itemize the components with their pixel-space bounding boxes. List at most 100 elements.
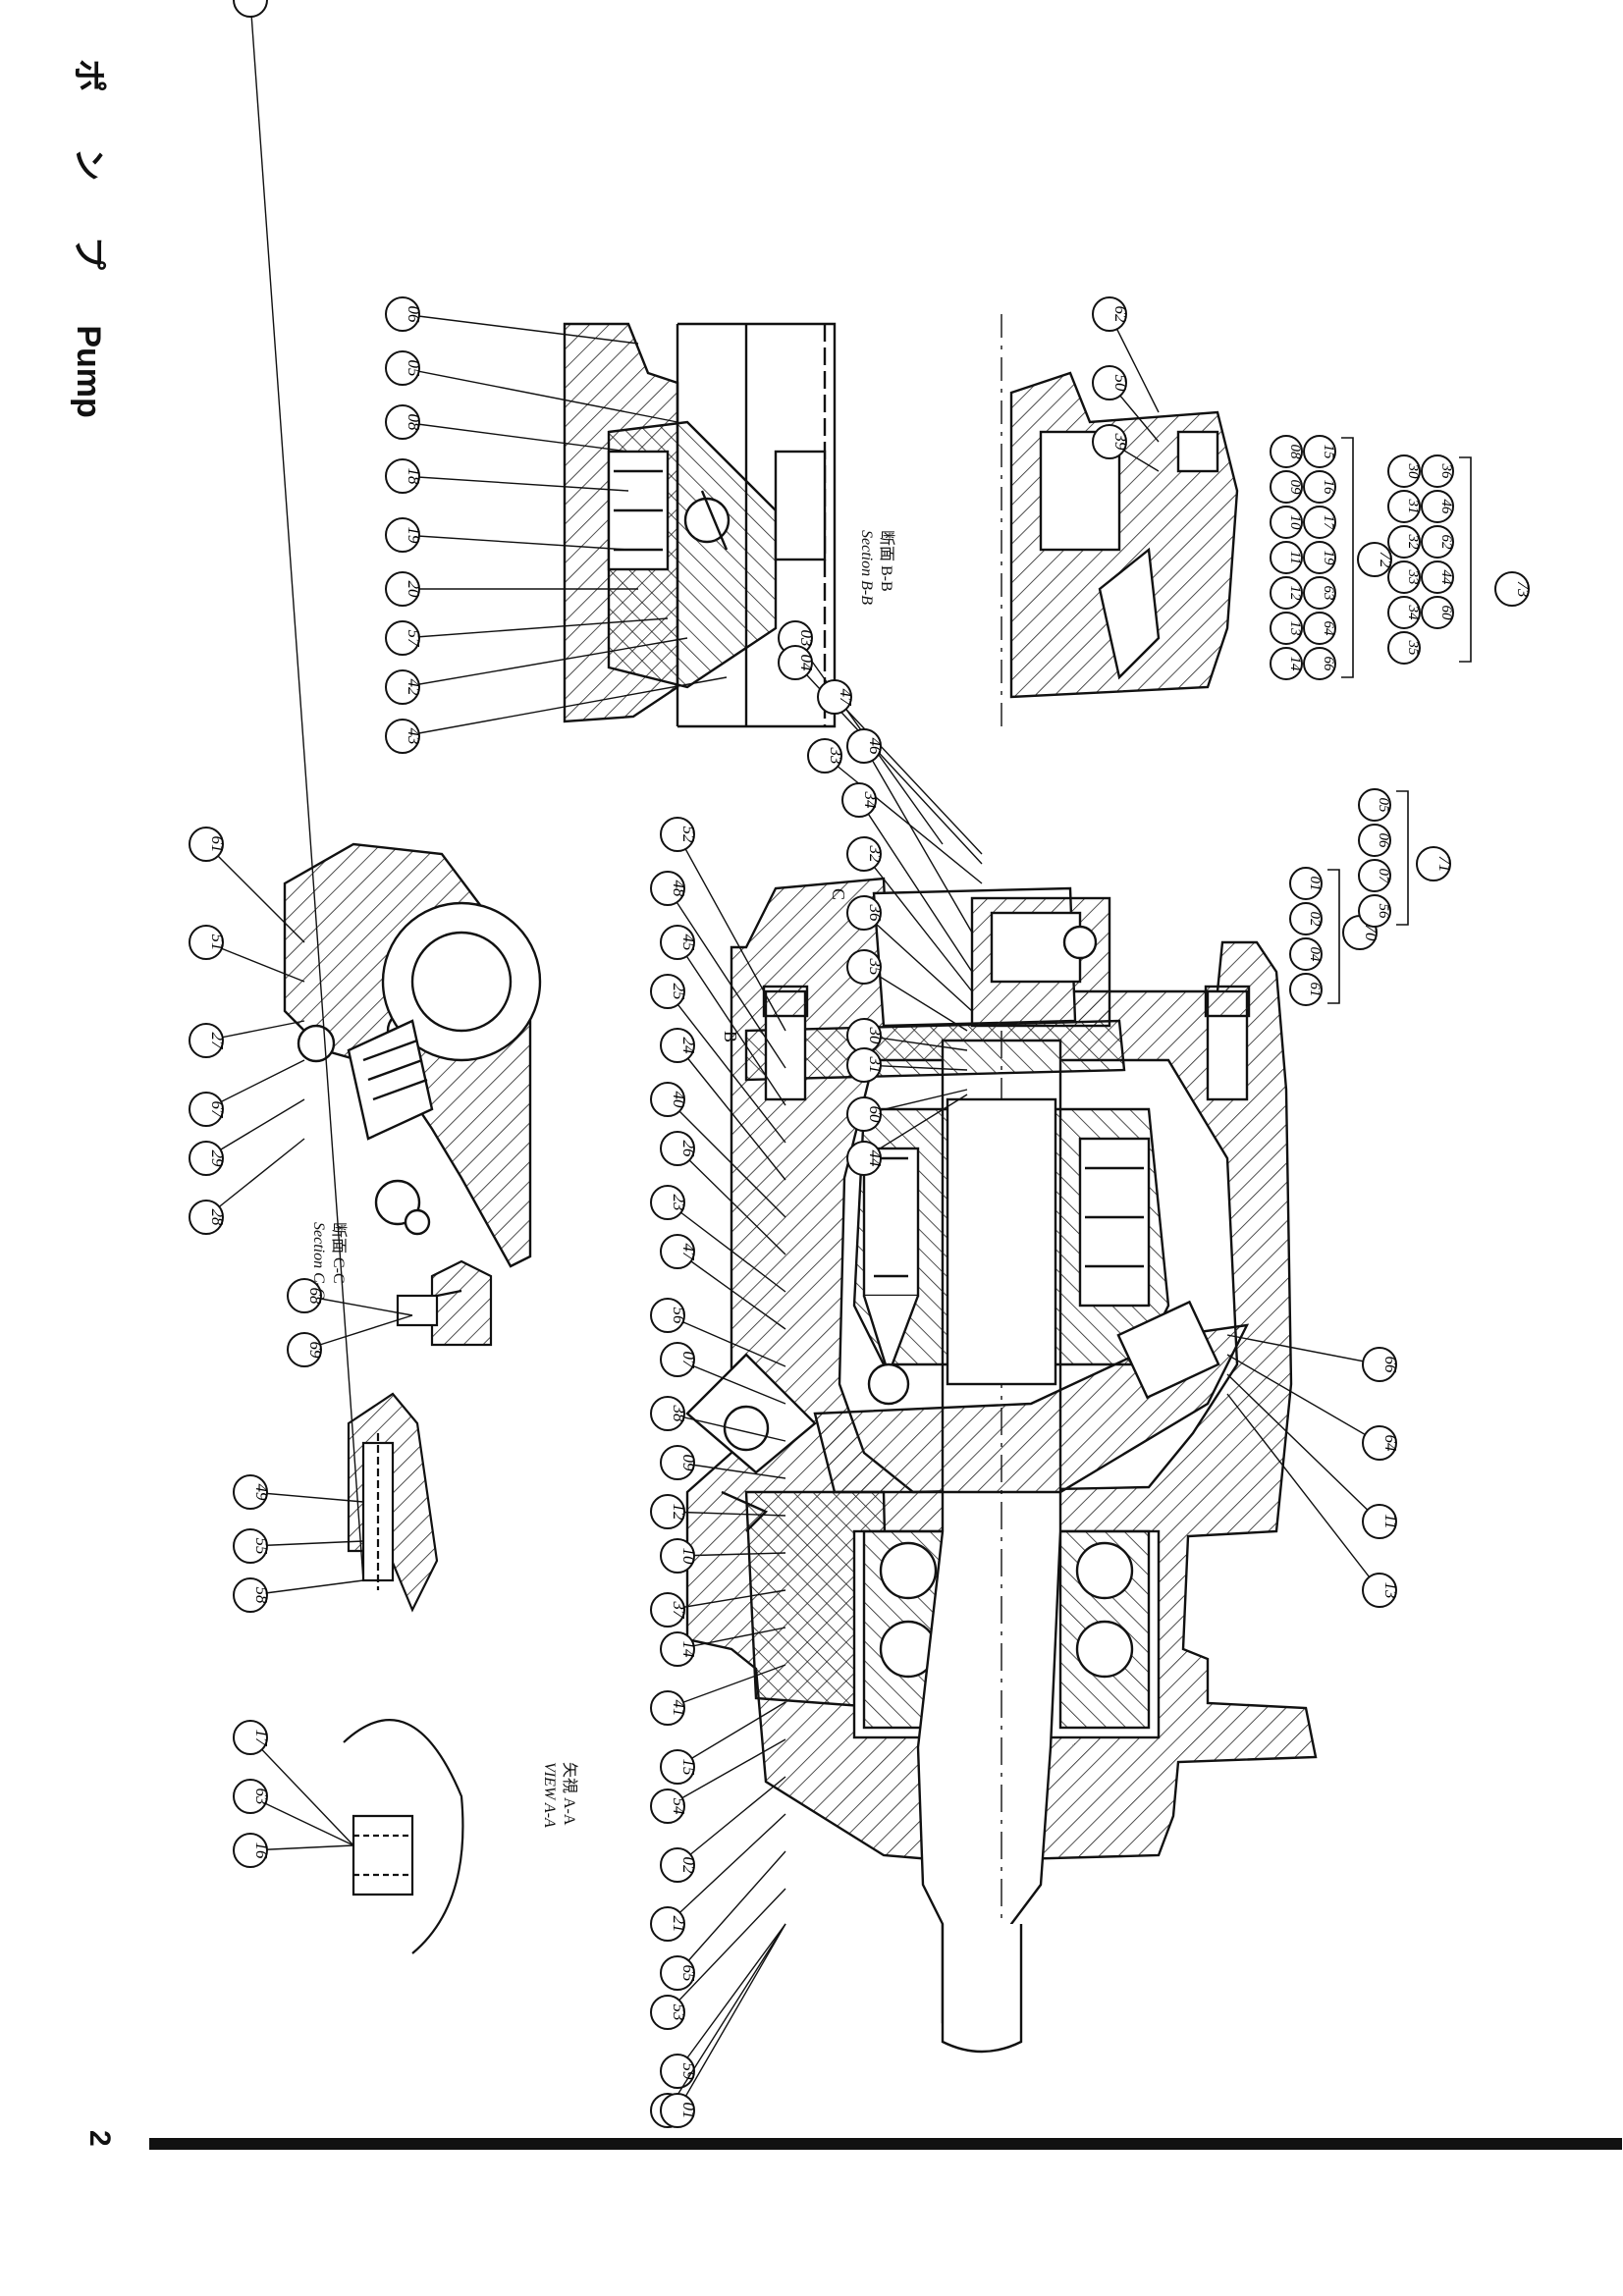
kit-member-number: 30 <box>1405 463 1421 480</box>
kit-member: 66 <box>1303 647 1336 680</box>
callout-60: 60 <box>846 1089 968 1132</box>
callout-number: 68 <box>306 1288 325 1306</box>
callout-68: 68 <box>287 1278 413 1316</box>
callout-number: 15 <box>679 1759 698 1776</box>
kit-member: 62 <box>1421 525 1454 559</box>
bolt-detail <box>347 1392 439 1613</box>
callout-01: 01 <box>660 1923 786 2128</box>
kit-member: 34 <box>1387 596 1421 629</box>
callout-number: 27 <box>208 1033 227 1051</box>
callout-67: 67 <box>189 1059 305 1127</box>
kit-member-number: 66 <box>1321 657 1336 672</box>
callout-41: 41 <box>650 1664 786 1726</box>
callout-15: 15 <box>660 1701 786 1785</box>
kit-member: 30 <box>1387 454 1421 488</box>
kit-member-number: 60 <box>1438 606 1454 621</box>
kit-member: 08 <box>1270 435 1303 468</box>
kit-member: 09 <box>1270 470 1303 504</box>
partial-top-right-view <box>1001 314 1239 726</box>
callout-23: 23 <box>650 1185 786 1293</box>
kit-member: 46 <box>1421 490 1454 523</box>
kit-member-number: 12 <box>1287 586 1303 602</box>
callout-number: 60 <box>866 1106 885 1124</box>
callout-number: 46 <box>866 738 885 756</box>
callout-number: 36 <box>866 904 885 923</box>
callout-31: 31 <box>846 1047 968 1083</box>
callout-37: 37 <box>650 1589 786 1628</box>
callout-number: 02 <box>679 1857 698 1875</box>
callout-number: 57 <box>405 630 423 649</box>
section-bb-view <box>563 322 837 728</box>
kit-member-number: 17 <box>1321 515 1336 532</box>
kit-member-number: 56 <box>1376 904 1391 920</box>
callout-35: 35 <box>846 949 968 1032</box>
kit-member-number: 35 <box>1405 640 1421 657</box>
section-cc-en: Section C-C <box>310 1222 327 1299</box>
callout-number: 43 <box>405 728 423 745</box>
kit-layer: 0809101112131415161719636466723031323334… <box>1270 435 1533 1006</box>
kit-member-number: 64 <box>1321 621 1336 637</box>
callout-number: 58 <box>252 1587 271 1605</box>
callout-number: 47 <box>679 1244 698 1262</box>
callout-47: 47 <box>660 1234 786 1330</box>
callout-layer: 0605081819205742430304473346343236353031… <box>0 0 1400 2128</box>
kit-number: 72 <box>1357 542 1395 577</box>
callout-number: 44 <box>866 1150 885 1168</box>
callout-08: 08 <box>385 404 629 453</box>
kit-member: 01 <box>1289 867 1323 900</box>
callout-26: 26 <box>660 1131 786 1255</box>
callout-62: 62 <box>1092 296 1160 413</box>
callout-61: 61 <box>189 827 305 943</box>
callout-54: 54 <box>650 1738 786 1824</box>
callout-49: 49 <box>233 1474 364 1510</box>
callout-number: 11 <box>1381 1514 1400 1529</box>
callout-06: 06 <box>385 296 639 345</box>
callout-24: 24 <box>660 1028 786 1181</box>
callout-63: 63 <box>233 1779 354 1846</box>
callout-number: 07 <box>679 1352 698 1370</box>
callout-13: 13 <box>1226 1393 1400 1608</box>
callout-number: 33 <box>827 747 845 765</box>
callout-12: 12 <box>650 1494 786 1529</box>
callout-number: 10 <box>679 1548 698 1566</box>
callout-number: 34 <box>861 791 880 810</box>
kit-member: 10 <box>1270 506 1303 539</box>
kit-member-number: 08 <box>1287 445 1303 460</box>
kit-member-number: 04 <box>1307 947 1323 963</box>
callout-number: 53 <box>670 2004 688 2021</box>
callout-65: 65 <box>660 1850 786 1991</box>
callout-43: 43 <box>385 676 728 754</box>
callout-52: 52 <box>660 817 786 1032</box>
kit-member: 64 <box>1303 612 1336 645</box>
kit-member-number: 11 <box>1287 551 1303 564</box>
section-bb-en: Section B-B <box>858 530 875 605</box>
callout-36: 36 <box>846 895 973 1012</box>
callout-number: 59 <box>679 2063 698 2081</box>
callout-number: 42 <box>405 679 423 697</box>
kit-member: 35 <box>1387 631 1421 665</box>
callout-27: 27 <box>189 1020 305 1058</box>
view-labels: 断面 B-B Section B-B 断面 C-C Section C-C 矢視… <box>310 530 895 1828</box>
kit-member: 05 <box>1358 788 1391 822</box>
view-aa-en: VIEW A-A <box>541 1762 558 1828</box>
kit-member-number: 16 <box>1321 480 1336 496</box>
kit-member-number: 62 <box>1438 535 1454 551</box>
callout-19: 19 <box>385 517 629 553</box>
callout-33: 33 <box>807 738 983 884</box>
callout-45: 45 <box>660 925 786 1106</box>
kit-member: 36 <box>1421 454 1454 488</box>
callout-number: 39 <box>1111 433 1130 452</box>
kit-member-number: 19 <box>1321 551 1336 566</box>
callout-25: 25 <box>650 974 786 1144</box>
main-section-view <box>685 877 1318 2054</box>
callout-number: 48 <box>670 881 688 898</box>
kit-member-number: 33 <box>1405 569 1421 585</box>
callout-32: 32 <box>846 836 973 992</box>
section-cc-view <box>283 842 542 1268</box>
callout-number: 37 <box>670 1601 688 1621</box>
kit-member: 32 <box>1387 525 1421 559</box>
callout-44: 44 <box>846 1094 968 1176</box>
kit-member-number: 05 <box>1376 798 1391 814</box>
callout-40: 40 <box>650 1082 786 1218</box>
